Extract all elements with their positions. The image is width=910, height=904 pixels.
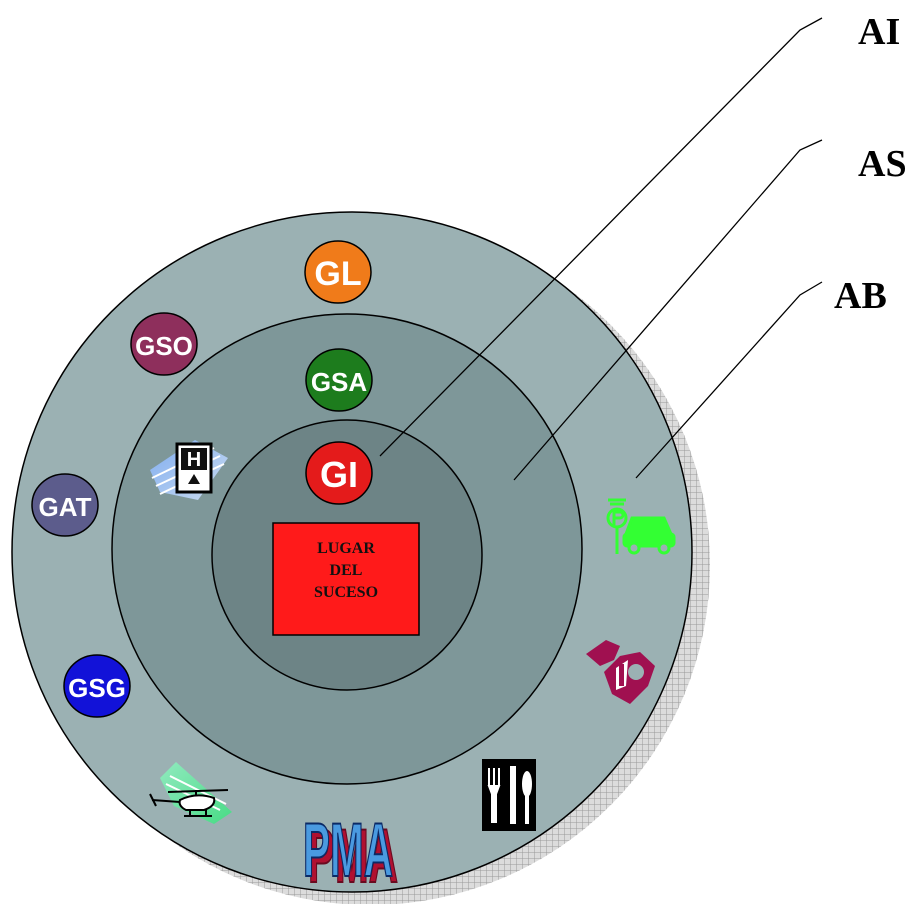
core-line-1: LUGAR xyxy=(317,540,375,557)
badge-gl: GL xyxy=(304,240,372,304)
badge-gi: GI xyxy=(305,441,373,505)
badge-gsa: GSA xyxy=(305,348,373,412)
badge-gat-label: GAT xyxy=(39,492,92,522)
incident-site-box: LUGAR DEL SUCESO xyxy=(272,522,420,636)
helicopter-icon xyxy=(149,762,232,824)
parking-car-icon xyxy=(606,498,676,555)
hospital-sign-icon: H xyxy=(150,440,228,500)
leader-as xyxy=(513,139,823,481)
badge-gi-label: GI xyxy=(320,454,358,495)
badge-gl-label: GL xyxy=(314,255,361,293)
zone-label-as: AS xyxy=(858,143,907,185)
leader-lines xyxy=(379,17,823,481)
badge-gsg: GSG xyxy=(63,654,131,718)
tools-icon xyxy=(586,640,655,704)
cutlery-icon xyxy=(482,759,536,831)
zone-label-ab: AB xyxy=(834,275,887,317)
pma-label: PMA PMA xyxy=(302,807,399,900)
pma-label-shadow: PMA xyxy=(308,814,398,899)
leader-ab xyxy=(635,281,823,479)
svg-text:H: H xyxy=(187,449,201,471)
core-line-2: DEL xyxy=(330,562,363,579)
core-line-3: SUCESO xyxy=(314,584,378,601)
leader-ai xyxy=(379,17,823,457)
badge-gsg-label: GSG xyxy=(68,673,126,703)
pma-label-text: PMA xyxy=(303,808,393,893)
badge-gsa-label: GSA xyxy=(311,367,368,397)
badge-gso-label: GSO xyxy=(135,331,193,361)
badge-gso: GSO xyxy=(130,312,198,376)
badge-gat: GAT xyxy=(31,473,99,537)
zone-label-ai: AI xyxy=(858,11,900,53)
